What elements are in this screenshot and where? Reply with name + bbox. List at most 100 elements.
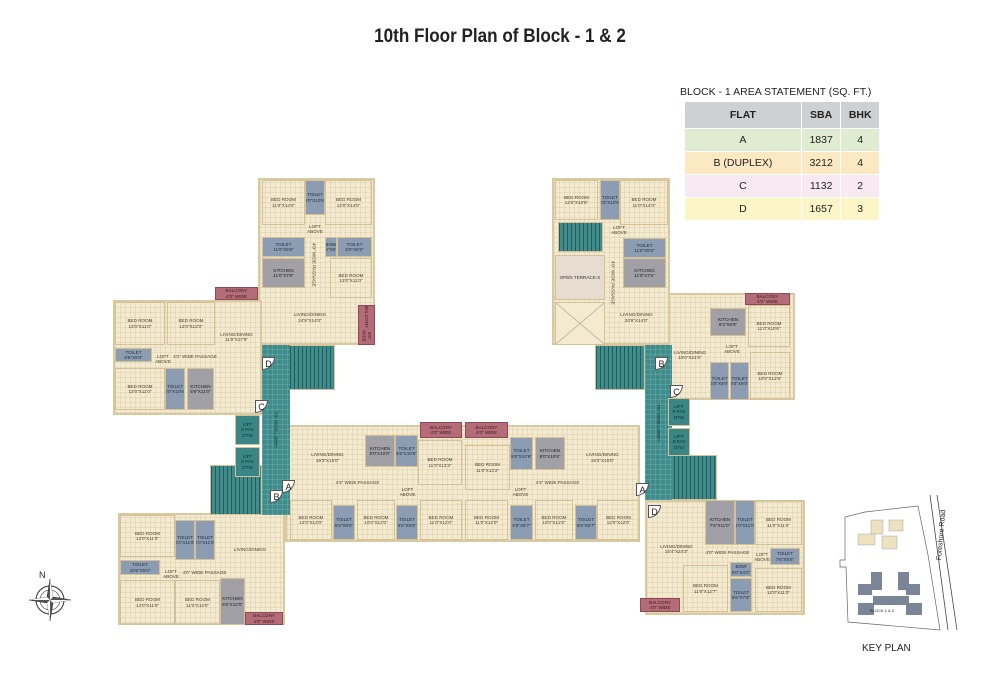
room-name: BED ROOM [756, 320, 782, 326]
room-size: 8 PAX OTIS [672, 409, 686, 420]
room-name: BALCONY [364, 306, 370, 328]
room-name: LOFT [613, 224, 625, 230]
room-name: TOILET [132, 562, 148, 568]
room-name: LIFT [674, 403, 684, 409]
room-name: BED ROOM [605, 514, 631, 520]
room-size: 12'0"X12'0" [606, 520, 631, 525]
room-name: 7'0" WIDE LOBBY [273, 411, 279, 449]
table-row: B (DUPLEX) 3212 4 [684, 151, 880, 175]
room-size: 19'4"X15'0" [590, 457, 615, 463]
building-wing [113, 300, 262, 415]
room-size: 5'0"X9'0" [710, 381, 729, 386]
room-name: BED ROOM [178, 318, 204, 324]
room-size: ABOVE [611, 230, 627, 235]
room-name: TOILET [167, 383, 183, 389]
room-name: LOFT [514, 486, 527, 492]
room-name: TOILET [177, 534, 193, 540]
room-size: 5'0"X11'6" [195, 540, 215, 545]
double-height-void [555, 302, 605, 345]
room-size: 5'0"X9'0" [730, 381, 749, 386]
room-size: 8 PAX OTIS [241, 459, 254, 470]
page-title: 10th Floor Plan of Block - 1 & 2 [374, 26, 626, 47]
room-size: 5'0"X4'0" [731, 569, 751, 575]
room-name: LOFT [726, 343, 738, 349]
room-size: 6'6"X11'0" [190, 389, 211, 394]
room-name: TOILET [513, 448, 530, 454]
room-name: 4'0" WIDE PASSAGE [182, 570, 227, 576]
table-row: D 1657 3 [684, 197, 880, 221]
room-size: ABOVE [754, 557, 770, 562]
room-name: BALCONY [253, 613, 275, 619]
room-name: KITCHEN [709, 517, 731, 523]
wide-passage: 4'0" WIDE PASSAGE [700, 548, 755, 558]
room-size: 11'0"X7'6" [634, 273, 655, 278]
room-name: LIVING/DINING [220, 331, 253, 337]
room-name: 4'3" WIDE PASSAGE [535, 480, 580, 486]
room-size: 13'0"X11'0" [128, 389, 152, 394]
room-name: BALCONY [756, 293, 779, 299]
room-name: TOILET [398, 445, 415, 451]
room-size: 5'0"X10'6" [165, 389, 185, 394]
room-size: 20'9"X14'0" [624, 317, 649, 323]
room-name: BED ROOM [363, 514, 389, 520]
compass-north-label: N [39, 570, 46, 580]
staircase [665, 455, 717, 500]
header-sba: SBA [800, 101, 842, 129]
room-size: 5'0"X5'6" [345, 247, 364, 252]
sba-cell: 1837 [800, 128, 842, 152]
room-name: TOILET [733, 589, 749, 595]
room-size: 5'0"X11'6" [175, 540, 195, 545]
sba-cell: 1132 [800, 174, 842, 198]
room-size: 11'0"X12'0" [474, 520, 499, 525]
staircase [285, 345, 335, 390]
flat-cell: C [684, 174, 802, 198]
room-size: 7'6"X5'6" [775, 556, 795, 562]
room-size: ABOVE [163, 574, 179, 579]
room-name: 4'0" WIDE PASSAGE [311, 243, 317, 287]
room-size: 4'0" WIDE [226, 293, 247, 299]
room-name: TOILET [399, 517, 415, 523]
room-name: LIVING/DINING [586, 452, 619, 458]
room-size: ABOVE [155, 359, 171, 364]
wide-lobby: 7'0" WIDE LOBBY [262, 345, 290, 515]
room-name: KITCHEN [369, 445, 391, 451]
room-size: 4'6"X5'6" [325, 247, 336, 252]
room-name: BED ROOM [428, 514, 454, 520]
room-name: BED ROOM [631, 197, 657, 203]
room-size: 19'3"X15'0" [315, 457, 340, 463]
room-name: BED ROOM [184, 597, 210, 603]
open-terrace-x: OPEN TERRACE-X [555, 255, 605, 300]
room-size: 11'0"X13'2" [475, 467, 500, 473]
room-name: BED ROOM [765, 517, 791, 523]
room-size: 12'0"X11'0" [766, 590, 791, 595]
header-flat: FLAT [684, 101, 802, 129]
room-size: 11'0"X11'0" [767, 522, 790, 528]
room-name: LOFT [309, 223, 321, 229]
